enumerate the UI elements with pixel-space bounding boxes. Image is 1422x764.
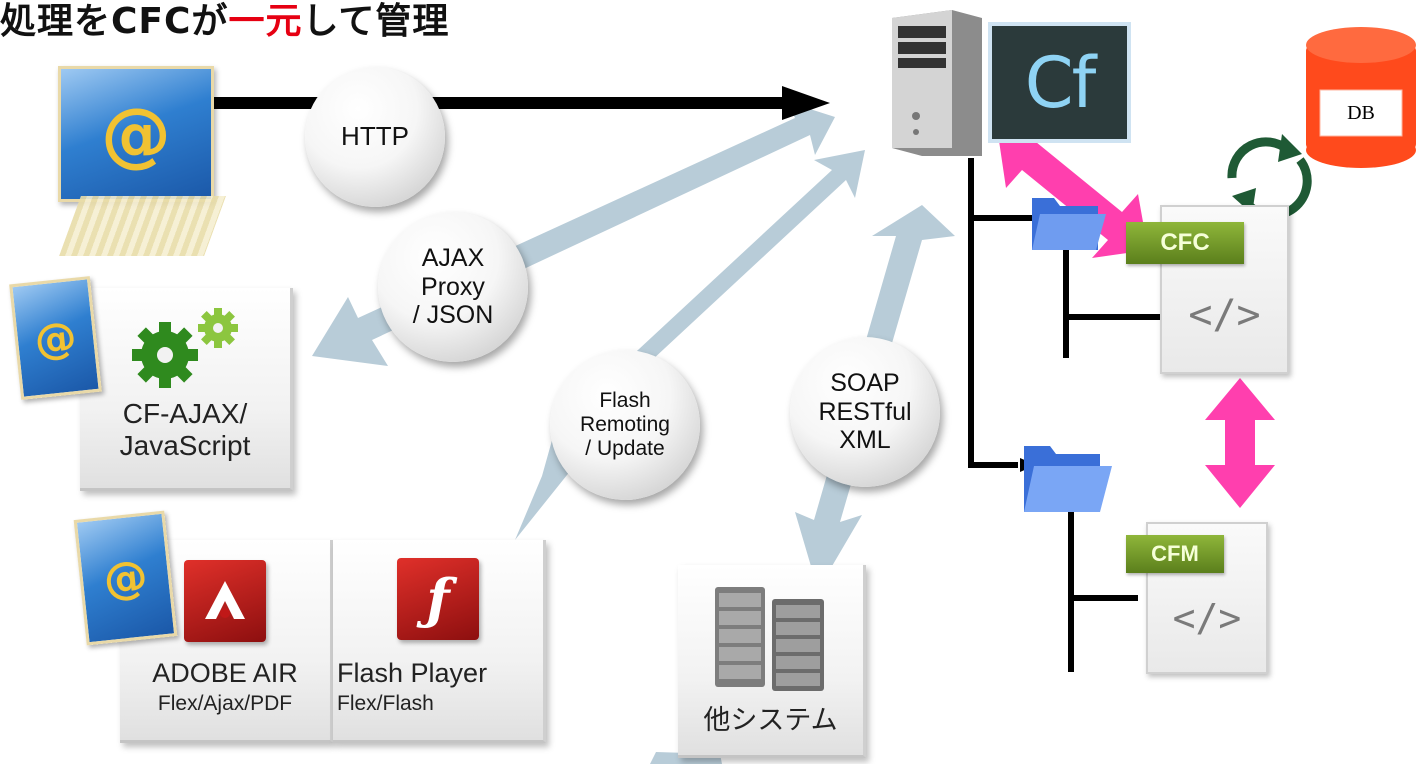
adobe-air-tile: ADOBE AIR Flex/Ajax/PDF bbox=[120, 540, 333, 743]
cfm-tag: CFM bbox=[1126, 535, 1224, 573]
flash-player-subtitle: Flex/Flash bbox=[337, 692, 434, 715]
cfc-code-glyph: </> bbox=[1188, 291, 1261, 338]
ajax-proxy-json-bubble: AJAX Proxy / JSON bbox=[378, 212, 528, 362]
coldfusion-logo: Cf bbox=[988, 22, 1131, 143]
keyboard-graphic bbox=[59, 196, 226, 256]
db-cylinder-icon bbox=[1306, 27, 1416, 168]
browser-client: @ bbox=[40, 48, 226, 263]
at-glyph: @ bbox=[101, 93, 171, 175]
title-prefix: 処理をCFCが bbox=[0, 1, 229, 42]
air-browser-at-icon: @ bbox=[73, 510, 178, 646]
browser-at-icon: @ bbox=[58, 66, 214, 202]
flash-player-tile: ƒ Flash Player Flex/Flash bbox=[333, 540, 546, 743]
page-title: 処理をCFCが一元して管理 bbox=[0, 0, 449, 44]
cfc-tag: CFC bbox=[1126, 222, 1244, 264]
adobe-air-title: ADOBE AIR bbox=[152, 658, 298, 688]
folder-icon-bottom bbox=[1020, 438, 1115, 516]
db-label: DB bbox=[1347, 102, 1375, 124]
at-glyph: @ bbox=[32, 311, 79, 365]
other-systems-label: 他システム bbox=[703, 705, 838, 735]
flash-flow-arrow bbox=[515, 150, 865, 540]
folder-icon-top bbox=[1028, 180, 1108, 255]
flash-player-title: Flash Player bbox=[337, 658, 488, 688]
adobe-air-subtitle: Flex/Ajax/PDF bbox=[157, 692, 293, 715]
at-glyph: @ bbox=[100, 550, 151, 606]
flash-remoting-bubble: Flash Remoting / Update bbox=[550, 350, 700, 500]
adobe-air-icon bbox=[184, 560, 266, 642]
title-suffix: して管理 bbox=[302, 1, 450, 42]
http-arrow bbox=[210, 86, 830, 120]
gears-icon bbox=[120, 300, 250, 395]
servers-icon bbox=[710, 583, 830, 693]
folder-tree-lines bbox=[968, 158, 1160, 672]
cf-ajax-label: CF-AJAX/ JavaScript bbox=[119, 398, 251, 462]
title-highlight: 一元 bbox=[228, 1, 303, 42]
http-bubble: HTTP bbox=[305, 67, 445, 207]
server-tower-icon bbox=[882, 8, 992, 158]
flash-player-icon: ƒ bbox=[397, 558, 479, 640]
cf-cfc-double-arrow bbox=[998, 124, 1148, 258]
cf-ajax-client-tile: CF-AJAX/ JavaScript bbox=[80, 288, 293, 491]
ajax-browser-at-icon: @ bbox=[9, 276, 102, 400]
soap-restful-xml-bubble: SOAP RESTful XML bbox=[790, 337, 940, 487]
cfc-cfm-double-arrow bbox=[1205, 378, 1275, 508]
sync-icon bbox=[1227, 134, 1312, 220]
cfm-code-glyph: </> bbox=[1172, 596, 1242, 640]
other-systems-tile: 他システム bbox=[678, 565, 866, 758]
